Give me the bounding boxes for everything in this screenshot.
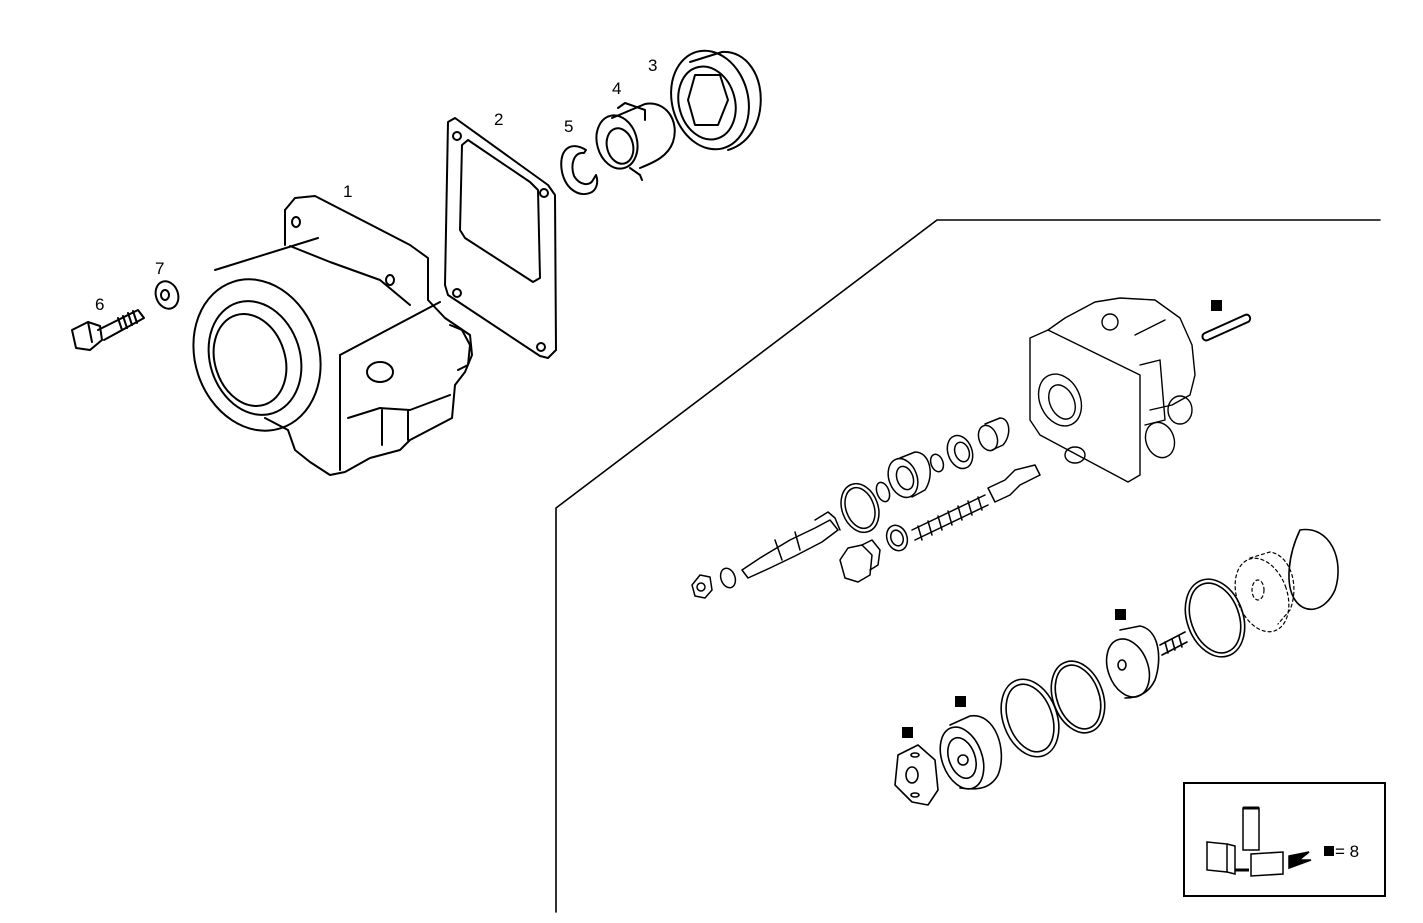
shaft-subassembly — [691, 417, 1010, 599]
kit-marker-square — [902, 727, 913, 738]
part-label-2: 2 — [494, 110, 504, 129]
kit-legend-box: = 8 — [1183, 782, 1386, 897]
kit-boxes-illustration — [1206, 806, 1312, 877]
part-label-5: 5 — [564, 117, 574, 136]
kit-marker-square — [955, 696, 966, 707]
relief-valve-subassembly — [839, 464, 1041, 583]
part-label-6: 6 — [95, 295, 105, 314]
part-label-7: 7 — [155, 259, 165, 278]
inset-frame-line — [555, 219, 1381, 913]
legend-equals-8: = 8 — [1335, 842, 1360, 861]
housing-part-1 — [192, 195, 473, 476]
legend-square-symbol — [1324, 846, 1334, 856]
gasket-part-2 — [444, 117, 557, 359]
kit-marker-square — [1211, 300, 1222, 311]
part-label-3: 3 — [648, 56, 658, 75]
part-label-1: 1 — [343, 182, 353, 201]
washer-part-7 — [154, 280, 180, 310]
drive-hub-part-4 — [595, 102, 676, 181]
pump-body — [1029, 297, 1196, 483]
kit-marker-square — [1115, 609, 1126, 620]
pin-part — [1201, 313, 1252, 342]
coupling-part-3 — [670, 49, 762, 151]
snap-ring-part-5 — [560, 145, 599, 195]
bolt-part-6 — [71, 309, 145, 351]
gear-pump-section — [894, 528, 1339, 806]
part-label-4: 4 — [612, 79, 622, 98]
